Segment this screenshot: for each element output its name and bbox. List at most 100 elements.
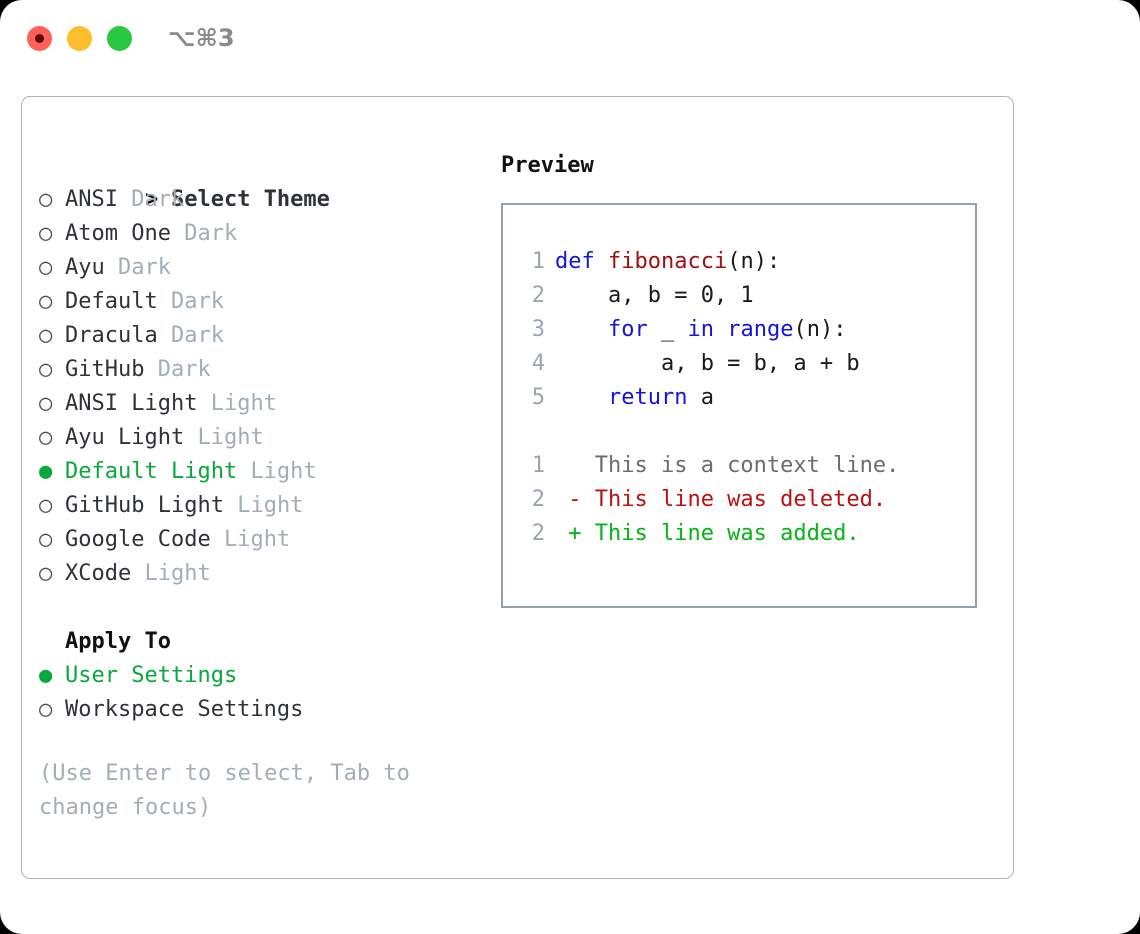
theme-option-xcode[interactable]: ○XCode Light bbox=[39, 557, 489, 591]
line-number: 1 bbox=[531, 249, 545, 274]
code-token: + This line was added. bbox=[555, 521, 860, 546]
diff-line: 2 + This line was added. bbox=[517, 517, 967, 551]
theme-variant-tag: Light bbox=[144, 561, 211, 586]
line-number: 3 bbox=[531, 317, 545, 342]
radio-unselected-icon: ○ bbox=[39, 561, 53, 586]
label-gap bbox=[197, 391, 210, 416]
theme-option-label: Ayu bbox=[65, 255, 105, 280]
select-theme-heading: >Select Theme bbox=[39, 149, 489, 212]
theme-option-ayu-light[interactable]: ○Ayu Light Light bbox=[39, 421, 489, 455]
theme-variant-tag: Dark bbox=[170, 289, 224, 314]
apply-to-option-label: User Settings bbox=[65, 663, 238, 688]
line-number: 2 bbox=[531, 487, 545, 512]
label-gap bbox=[118, 187, 131, 212]
radio-selected-icon: ● bbox=[39, 663, 53, 688]
line-number: 2 bbox=[531, 283, 545, 308]
code-line: 4 a, b = b, a + b bbox=[517, 347, 967, 381]
theme-variant-tag: Dark bbox=[170, 323, 224, 348]
theme-option-label: GitHub bbox=[65, 357, 145, 382]
list-spacer bbox=[39, 591, 489, 625]
theme-selector-card: >Select Theme ○ANSI Dark○Atom One Dark○A… bbox=[21, 96, 1014, 879]
theme-option-github-light[interactable]: ○GitHub Light Light bbox=[39, 489, 489, 523]
theme-list-column: >Select Theme ○ANSI Dark○Atom One Dark○A… bbox=[39, 149, 489, 825]
title-bar: ⌥⌘3 bbox=[0, 0, 1140, 78]
label-gap bbox=[144, 357, 157, 382]
theme-option-google-code[interactable]: ○ Google Code Light bbox=[39, 523, 489, 557]
keyboard-shortcut-label: ⌥⌘3 bbox=[168, 24, 235, 52]
radio-unselected-icon: ○ bbox=[39, 221, 53, 246]
theme-option-label: Ayu Light bbox=[65, 425, 185, 450]
label-gap bbox=[224, 493, 237, 518]
theme-variant-tag: Light bbox=[197, 425, 264, 450]
diff-line: 1 This is a context line. bbox=[517, 449, 967, 483]
preview-title: Preview bbox=[501, 153, 594, 178]
theme-option-label: Default bbox=[65, 289, 158, 314]
theme-variant-tag: Light bbox=[223, 527, 291, 552]
theme-variant-tag: Dark bbox=[118, 255, 171, 280]
code-token: return bbox=[607, 385, 688, 410]
label-gap bbox=[211, 527, 224, 552]
radio-unselected-icon: ○ bbox=[39, 187, 53, 212]
apply-to-option-user-settings[interactable]: ● User Settings bbox=[39, 659, 489, 693]
theme-variant-tag: Dark bbox=[157, 357, 211, 382]
code-token: in bbox=[687, 317, 714, 342]
code-token: This is a context line. bbox=[555, 453, 900, 478]
code-token bbox=[555, 385, 608, 410]
code-token bbox=[555, 317, 608, 342]
code-token: fibonacci bbox=[608, 249, 728, 274]
theme-option-ansi[interactable]: ○ ANSI Dark bbox=[39, 183, 489, 217]
theme-option-dracula[interactable]: ○Dracula Dark bbox=[39, 319, 489, 353]
apply-to-option-workspace-settings[interactable]: ○Workspace Settings bbox=[39, 693, 489, 727]
preview-gap bbox=[517, 415, 967, 449]
theme-option-label: Dracula bbox=[65, 323, 158, 348]
diff-line: 2 - This line was deleted. bbox=[517, 483, 967, 517]
code-token: a bbox=[687, 385, 714, 410]
theme-option-ansi-light[interactable]: ○ ANSI Light Light bbox=[39, 387, 489, 421]
code-token: a, b = b, a + b bbox=[555, 351, 860, 376]
label-gap bbox=[237, 459, 250, 484]
theme-option-label: ANSI Light bbox=[65, 391, 198, 416]
line-number: 2 bbox=[531, 521, 545, 546]
radio-unselected-icon: ○ bbox=[39, 697, 53, 722]
theme-variant-tag: Light bbox=[237, 493, 304, 518]
theme-variant-tag: Dark bbox=[131, 187, 185, 212]
radio-unselected-icon: ○ bbox=[39, 527, 53, 552]
apply-to-heading: Apply To bbox=[65, 629, 171, 654]
label-gap bbox=[158, 289, 171, 314]
code-token: (n): bbox=[727, 249, 781, 274]
code-line: 3 for _ in range(n): bbox=[517, 313, 967, 347]
code-token: (n): bbox=[793, 317, 847, 342]
theme-option-label: Google Code bbox=[65, 527, 211, 552]
radio-unselected-icon: ○ bbox=[39, 357, 53, 382]
label-gap bbox=[158, 323, 171, 348]
radio-unselected-icon: ○ bbox=[39, 391, 53, 416]
theme-option-ayu[interactable]: ○Ayu Dark bbox=[39, 251, 489, 285]
code-token: - This line was deleted. bbox=[555, 487, 887, 512]
apply-to-option-list: ● User Settings ○Workspace Settings bbox=[39, 659, 489, 727]
theme-option-list: ○ANSI Dark○Atom One Dark○Ayu Dark○Defaul… bbox=[39, 183, 489, 591]
code-token: for bbox=[607, 317, 648, 342]
code-line: 5 return a bbox=[517, 381, 967, 415]
prompt-caret-icon: > bbox=[144, 187, 159, 212]
theme-option-label: ANSI bbox=[65, 187, 118, 212]
maximize-button[interactable] bbox=[107, 26, 132, 51]
code-line: 1 def fibonacci(n): bbox=[517, 245, 967, 279]
label-gap bbox=[131, 561, 144, 586]
theme-option-label: Default Light bbox=[65, 459, 238, 484]
radio-unselected-icon: ○ bbox=[39, 289, 53, 314]
theme-variant-tag: Dark bbox=[184, 221, 238, 246]
code-line: 2 a, b = 0, 1 bbox=[517, 279, 967, 313]
code-token: def bbox=[555, 249, 595, 274]
theme-option-default-light[interactable]: ●Default Light Light bbox=[39, 455, 489, 489]
code-token: a, b = 0, 1 bbox=[555, 283, 754, 308]
keyboard-hint-text: (Use Enter to select, Tab to change focu… bbox=[39, 761, 424, 820]
label-gap bbox=[105, 255, 118, 280]
theme-option-github[interactable]: ○ GitHub Dark bbox=[39, 353, 489, 387]
theme-option-atom-one[interactable]: ○Atom One Dark bbox=[39, 217, 489, 251]
theme-variant-tag: Light bbox=[210, 391, 277, 416]
code-token: range bbox=[727, 317, 794, 342]
minimize-button[interactable] bbox=[67, 26, 92, 51]
line-number: 4 bbox=[531, 351, 545, 376]
theme-option-default[interactable]: ○ Default Dark bbox=[39, 285, 489, 319]
